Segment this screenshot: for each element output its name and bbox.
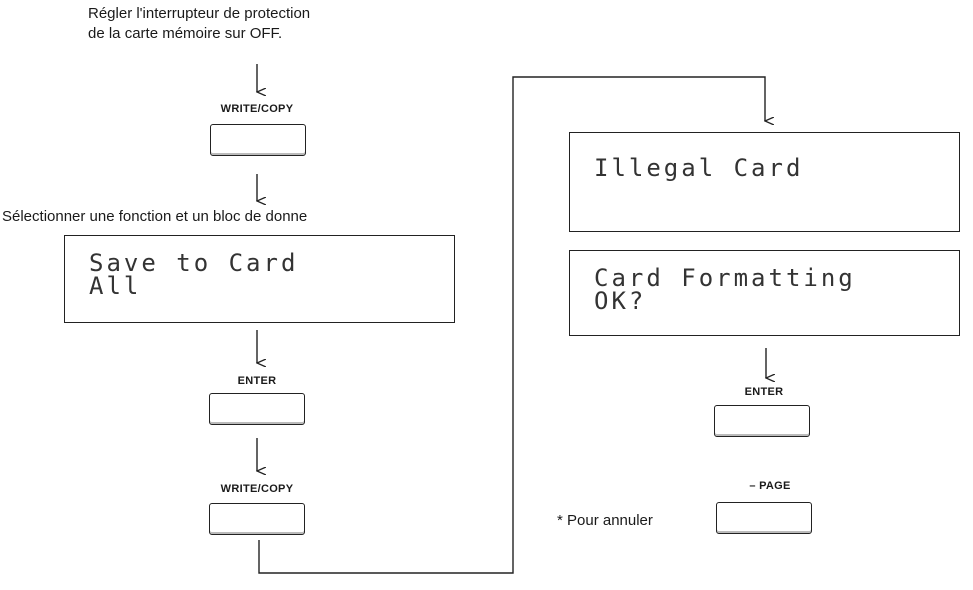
cancel-note: * Pour annuler — [557, 512, 653, 529]
lcd-illegal-card: Illegal Card — [569, 132, 960, 232]
enter-key-label-right: ENTER — [744, 386, 784, 398]
lcd-save-line2: All — [89, 272, 142, 300]
write-copy-key-2[interactable] — [209, 503, 305, 535]
page-key-label: – PAGE — [749, 480, 791, 492]
enter-key-label-left: ENTER — [237, 375, 277, 387]
instruction-protect-switch-line1: Régler l'interrupteur de protection — [88, 5, 311, 22]
lcd-illegal-line1: Illegal Card — [594, 154, 804, 182]
return-connector — [258, 76, 765, 574]
enter-key-left[interactable] — [209, 393, 305, 425]
instruction-select-function: Sélectionner une fonction et un bloc de … — [2, 208, 308, 225]
write-copy-key-label-2: WRITE/COPY — [220, 483, 294, 495]
lcd-save-line1: Save to Card — [89, 249, 299, 277]
lcd-format-line2: OK? — [594, 287, 647, 315]
write-copy-key-1[interactable] — [210, 124, 306, 156]
enter-key-right[interactable] — [714, 405, 810, 437]
page-minus-key[interactable] — [716, 502, 812, 534]
lcd-format-line1: Card Formatting — [594, 264, 856, 292]
write-copy-key-label-1: WRITE/COPY — [220, 103, 294, 115]
instruction-protect-switch-line2: de la carte mémoire sur OFF. — [88, 25, 283, 42]
